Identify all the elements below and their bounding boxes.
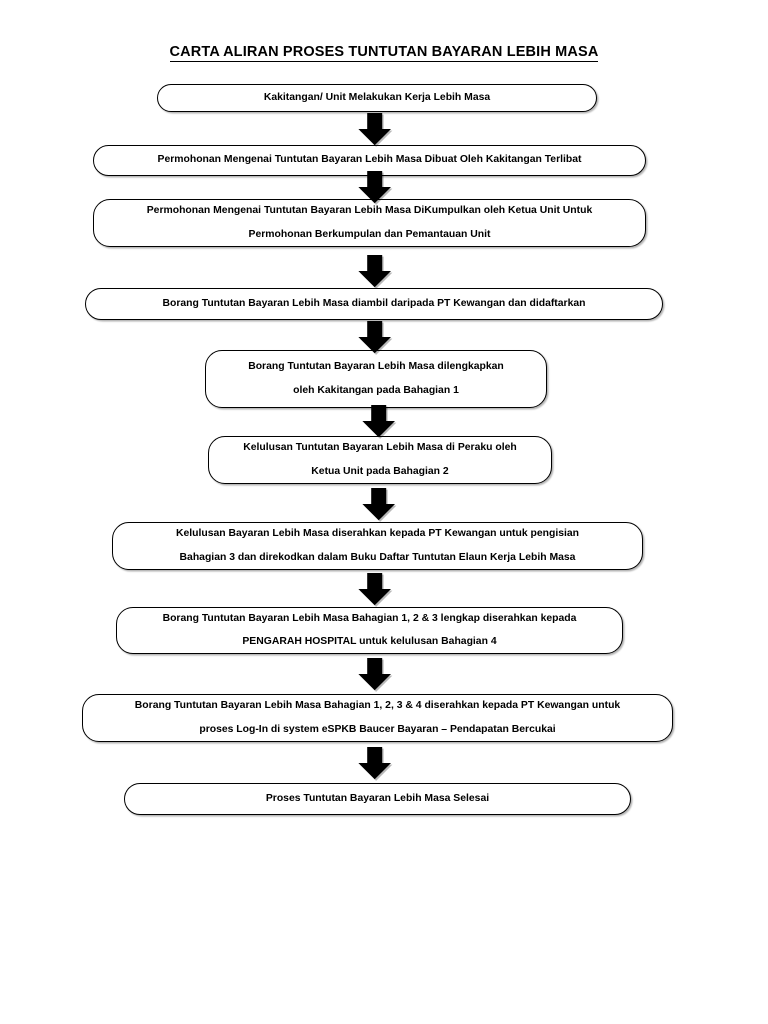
flow-arrow-down-icon xyxy=(356,254,394,290)
flow-node-line: Ketua Unit pada Bahagian 2 xyxy=(311,465,449,477)
flow-node-line: Borang Tuntutan Bayaran Lebih Masa diamb… xyxy=(162,297,586,309)
flow-arrow-down-icon xyxy=(356,657,394,693)
flow-arrow-down-icon xyxy=(356,320,394,356)
flow-node: Borang Tuntutan Bayaran Lebih Masa Bahag… xyxy=(116,607,623,654)
flow-arrow-down-icon xyxy=(356,170,394,206)
flow-node-line: PENGARAH HOSPITAL untuk kelulusan Bahagi… xyxy=(242,636,497,647)
flow-arrow-down-icon xyxy=(356,746,394,782)
flow-node-line: Kelulusan Tuntutan Bayaran Lebih Masa di… xyxy=(243,442,517,454)
flow-node: Kelulusan Bayaran Lebih Masa diserahkan … xyxy=(112,522,643,570)
flow-arrow-down-icon xyxy=(360,404,398,440)
flow-node: Kelulusan Tuntutan Bayaran Lebih Masa di… xyxy=(208,436,552,484)
flow-node-line: Bahagian 3 dan direkodkan dalam Buku Daf… xyxy=(179,551,576,563)
flow-arrow-down-icon xyxy=(356,112,394,148)
flow-node: Permohonan Mengenai Tuntutan Bayaran Leb… xyxy=(93,199,646,247)
flow-node-line: oleh Kakitangan pada Bahagian 1 xyxy=(293,384,459,396)
flow-node-line: Borang Tuntutan Bayaran Lebih Masa Bahag… xyxy=(134,700,621,712)
flow-node-line: Permohonan Mengenai Tuntutan Bayaran Leb… xyxy=(157,154,582,166)
flow-node-line: Kakitangan/ Unit Melakukan Kerja Lebih M… xyxy=(263,91,491,103)
flow-node-line: Borang Tuntutan Bayaran Lebih Masa dilen… xyxy=(248,361,504,373)
flow-node: Borang Tuntutan Bayaran Lebih Masa diamb… xyxy=(85,288,663,320)
flow-node-line: Proses Tuntutan Bayaran Lebih Masa Seles… xyxy=(265,792,490,804)
flow-node-line: Borang Tuntutan Bayaran Lebih Masa Bahag… xyxy=(162,612,577,624)
flow-arrow-down-icon xyxy=(360,487,398,523)
page-title: CARTA ALIRAN PROSES TUNTUTAN BAYARAN LEB… xyxy=(0,44,768,62)
flow-node: Proses Tuntutan Bayaran Lebih Masa Seles… xyxy=(124,783,631,815)
flow-node-line: proses Log-In di system eSPKB Baucer Bay… xyxy=(199,723,556,735)
flow-arrow-down-icon xyxy=(356,572,394,608)
flow-node: Kakitangan/ Unit Melakukan Kerja Lebih M… xyxy=(157,84,597,112)
flow-node-line: Kelulusan Bayaran Lebih Masa diserahkan … xyxy=(175,528,580,540)
flow-node: Borang Tuntutan Bayaran Lebih Masa Bahag… xyxy=(82,694,673,742)
flow-node-line: Permohonan Berkumpulan dan Pemantauan Un… xyxy=(248,228,491,240)
page-title-text: CARTA ALIRAN PROSES TUNTUTAN BAYARAN LEB… xyxy=(169,44,599,62)
flow-node-line: Permohonan Mengenai Tuntutan Bayaran Leb… xyxy=(146,205,593,217)
flow-node: Borang Tuntutan Bayaran Lebih Masa dilen… xyxy=(205,350,547,408)
